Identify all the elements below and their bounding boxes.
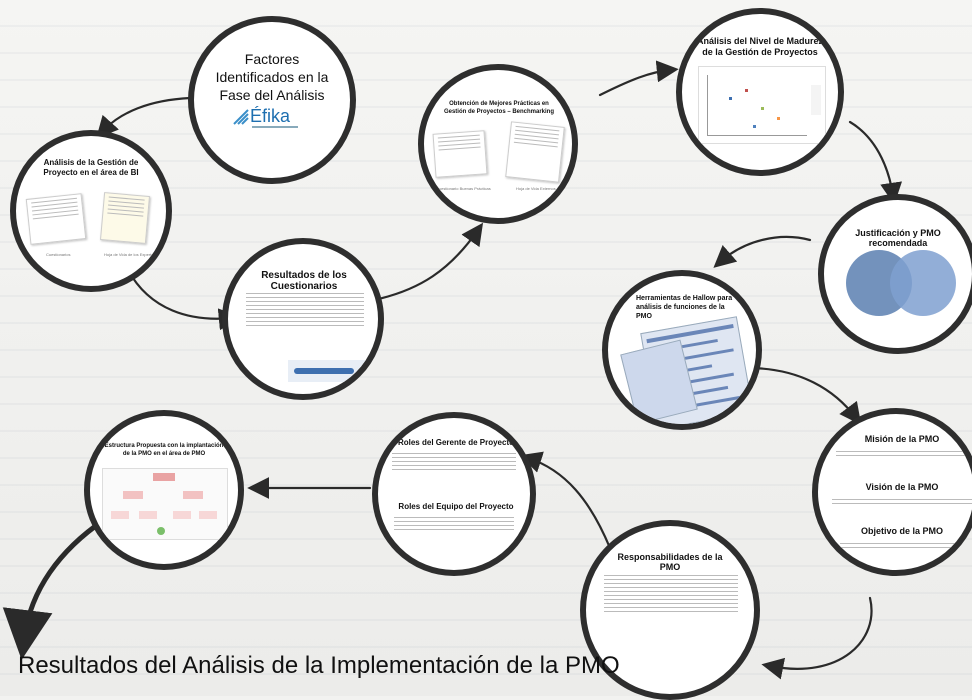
node-mision[interactable]: Misión de la PMO Visión de la PMO Objeti… xyxy=(812,408,972,576)
thumb-cuestionarios xyxy=(25,193,87,245)
node-responsabilidades-title: Responsabilidades de la PMO xyxy=(617,552,723,572)
node-factores-title: Factores Identificados en la Fase del An… xyxy=(215,51,329,103)
objetivo-title: Objetivo de la PMO xyxy=(860,526,943,536)
caption-hoja-vida: Hoja de Vida de los Expertos xyxy=(104,252,156,257)
node-mejores-title: Obtención de Mejores Prácticas en Gestió… xyxy=(443,101,555,115)
node-analisis-gestion[interactable]: Análisis de la Gestión de Proyecto en el… xyxy=(10,130,172,292)
arrow-madurez-to-justificacion xyxy=(848,120,903,205)
vision-title: Visión de la PMO xyxy=(865,482,939,492)
footer-title: Resultados del Análisis de la Implementa… xyxy=(18,652,620,679)
node-estructura-title: Estructura Propuesta con la implantación… xyxy=(104,443,224,457)
roles-gerente-title: Roles del Gerente de Proyecto xyxy=(397,438,515,447)
arrow-justificacion-to-hallows xyxy=(713,235,812,268)
thumb-hoja-vida xyxy=(99,192,151,244)
node-roles[interactable]: Roles del Gerente de Proyecto Roles del … xyxy=(372,412,536,576)
node-hallows[interactable]: Herramientas de Hallow para análisis de … xyxy=(602,270,762,430)
efika-logo-icon xyxy=(233,109,249,125)
mision-title: Misión de la PMO xyxy=(864,434,940,444)
madurez-scatter-chart xyxy=(698,66,826,144)
node-madurez[interactable]: Análisis del Nivel de Madurez de la Gest… xyxy=(676,8,844,176)
thumb-hoja-vida-externos xyxy=(505,121,565,183)
resultados-text-block xyxy=(242,290,368,329)
arrow-estructura-to-footer xyxy=(2,517,107,660)
node-factores[interactable]: Factores Identificados en la Fase del An… xyxy=(188,16,356,184)
node-hallows-title: Herramientas de Hallow para análisis de … xyxy=(636,295,733,320)
arrow-factores-to-analisis xyxy=(96,96,192,139)
arrow-mision-to-responsabilidades xyxy=(761,596,873,680)
node-resultados-title: Resultados de los Cuestionarios xyxy=(261,270,347,292)
arrow-responsabilidades-to-roles xyxy=(519,451,612,550)
arrow-analisis-to-resultados xyxy=(126,268,241,331)
arrow-mejores-to-madurez xyxy=(598,60,679,97)
node-estructura[interactable]: Estructura Propuesta con la implantación… xyxy=(84,410,244,570)
caption-hoja-vida-externos: Hoja de Vida Externos xyxy=(516,186,556,191)
resultados-chart-strip xyxy=(288,360,374,382)
node-responsabilidades[interactable]: Responsabilidades de la PMO xyxy=(580,520,760,700)
arrow-resultados-to-mejores xyxy=(372,222,484,302)
caption-buenas-practicas: Cuestionario Buenas Prácticas xyxy=(436,186,491,191)
node-madurez-title: Análisis del Nivel de Madurez de la Gest… xyxy=(696,36,824,57)
efika-logo: Éfika xyxy=(232,106,316,132)
node-analisis-gestion-title: Análisis de la Gestión de Proyecto en el… xyxy=(43,158,139,177)
efika-logo-text: Éfika xyxy=(250,106,291,126)
thumb-buenas-practicas xyxy=(432,130,488,178)
caption-cuestionarios: Cuestionarios xyxy=(46,252,71,257)
estructura-org-chart xyxy=(102,468,228,540)
arrow-hallows-to-mision xyxy=(746,366,862,426)
node-justificacion[interactable]: Justificación y PMO recomendada xyxy=(818,194,972,354)
node-justificacion-title: Justificación y PMO recomendada xyxy=(855,228,941,248)
responsabilidades-text-block xyxy=(600,572,742,615)
roles-equipo-title: Roles del Equipo del Proyecto xyxy=(398,502,514,511)
venn-right xyxy=(890,250,956,316)
node-mejores-practicas[interactable]: Obtención de Mejores Prácticas en Gestió… xyxy=(418,64,578,224)
node-resultados-cuestionarios[interactable]: Resultados de los Cuestionarios xyxy=(222,238,384,400)
